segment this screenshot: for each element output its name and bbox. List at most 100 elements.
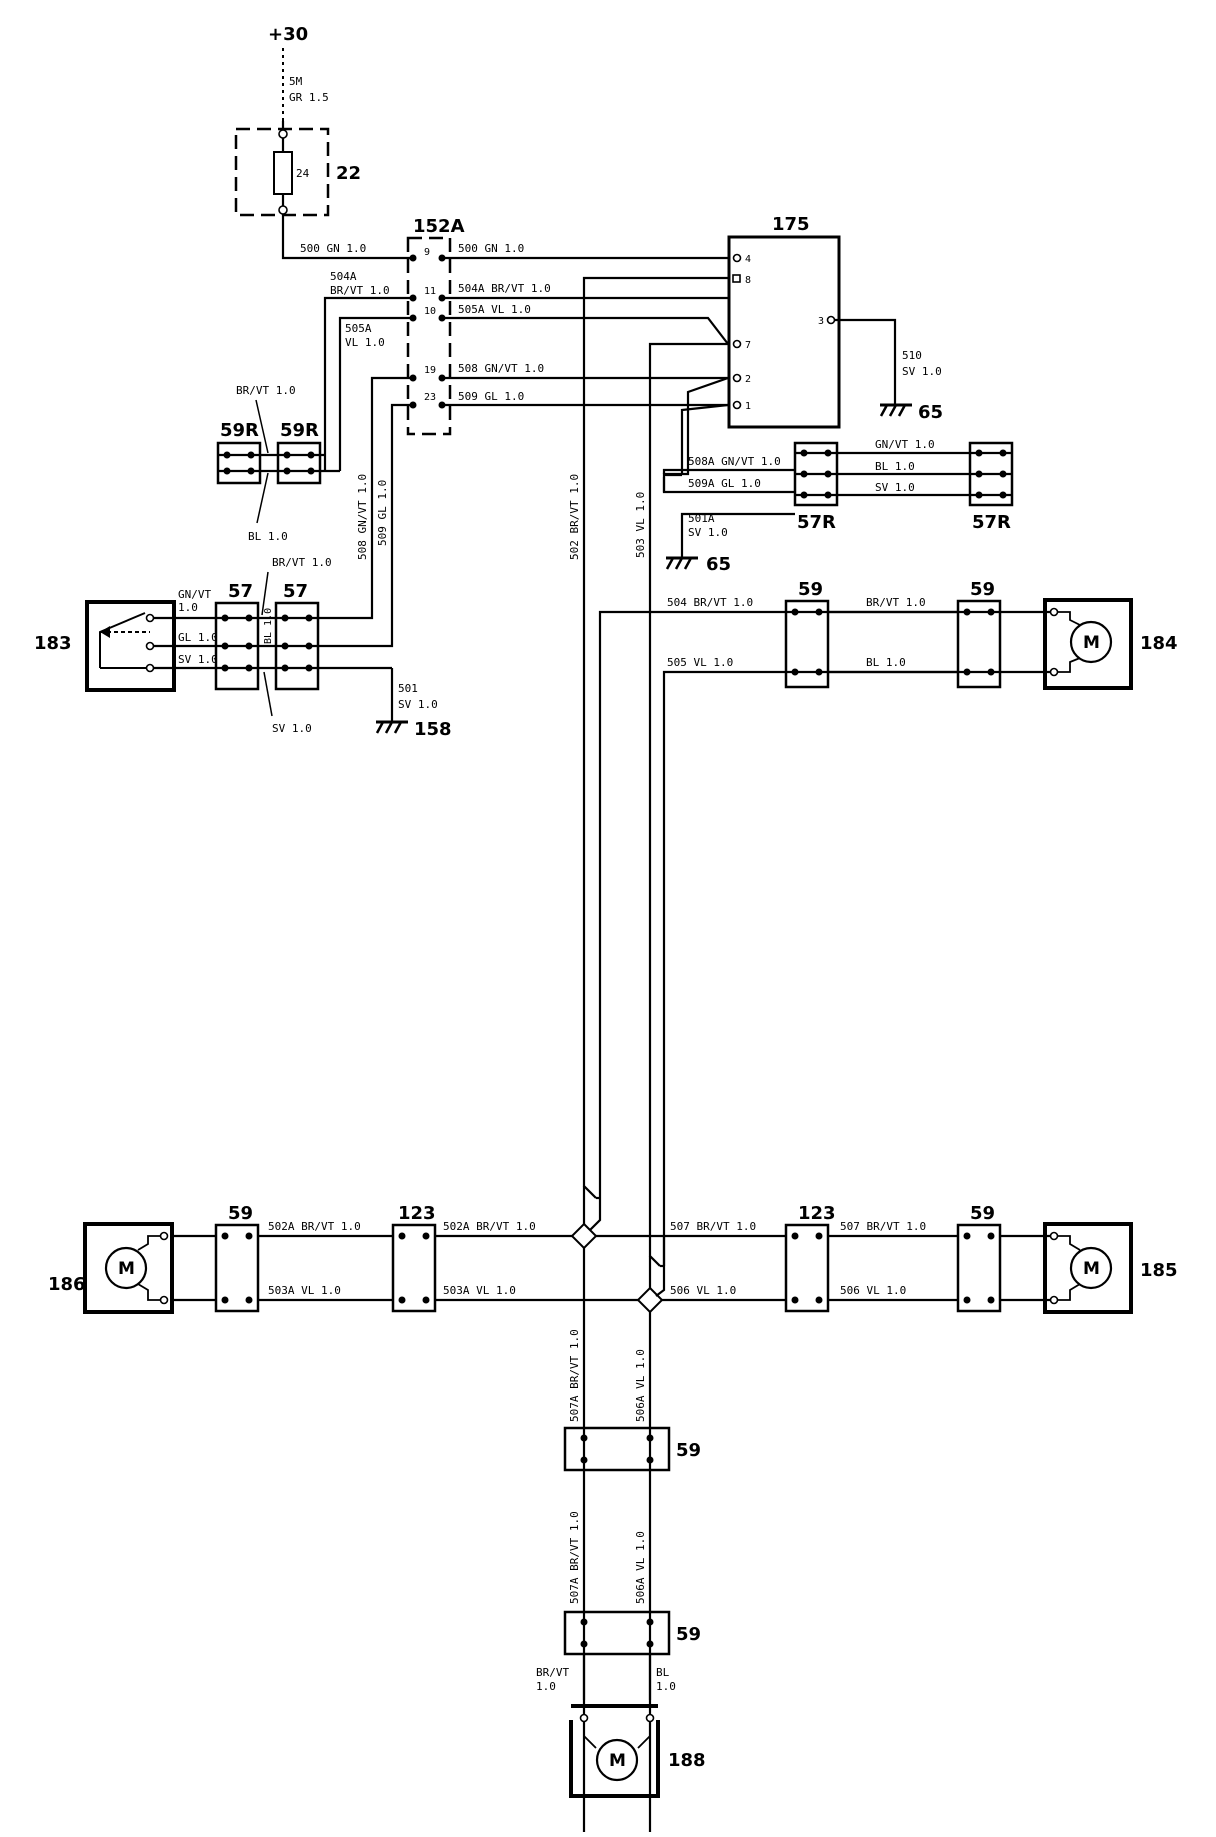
module-output-wires: 508A GN/VT 1.0 509A GL 1.0 501A SV 1.0 6… [568,276,795,1267]
185-bottom-right-label: 506 VL 1.0 [840,1284,906,1297]
59r-bottom-label: BL 1.0 [248,530,288,543]
switch-gnvt-size: 1.0 [178,601,198,614]
connector-57r-right-id: 57R [972,512,1011,533]
57r-label-gnvt: GN/VT 1.0 [875,438,935,451]
wire-508-left [315,376,410,620]
wires-152a-to-175: 500 GN 1.0 504A BR/VT 1.0 505A VL 1.0 50… [442,242,729,407]
connector-pair-57r: GN/VT 1.0 BL 1.0 SV 1.0 57R 57R [793,438,1014,533]
wire-509-left [315,403,410,648]
power-supply-30: +30 5M GR 1.5 [268,24,329,128]
module-175-box [727,235,841,429]
module-pin-2: 2 [745,374,751,385]
57r-label-sv: SV 1.0 [875,481,915,494]
connector-59-188-upper [563,1426,671,1472]
connector-pair-59r: 59R 59R BR/VT 1.0 BL 1.0 [216,384,340,543]
fuse-number: 24 [296,167,310,180]
wire-500-left [281,220,410,260]
connector-123-186-id: 123 [398,1203,436,1224]
motor-185-circuit: 123 59 507 BR/VT 1.0 507 BR/VT 1.0 506 V… [670,1203,1178,1314]
motor-188-circuit: 507A BR/VT 1.0 506A VL 1.0 59 507A BR/VT… [536,1329,706,1798]
module-ground-wire [835,318,897,405]
junction-pin-10: 10 [424,306,436,317]
wire-504a-left [323,296,410,471]
fuse-22: 24 22 [234,121,361,220]
v506a-upper-label: 506A VL 1.0 [634,1349,647,1422]
wire-501a-id: 501A [688,512,715,525]
connector-59-184-left-id: 59 [798,579,823,600]
connector-123-185 [784,1223,830,1313]
junction-pin-23: 23 [424,392,436,403]
switch-gnvt-label: GN/VT [178,588,211,601]
junction-152a: 152A 9 11 10 19 23 [406,216,465,436]
57-bl-label: BL 1.0 [263,608,274,644]
fuse-element [273,151,293,195]
57-brvt-label: BR/VT 1.0 [272,556,332,569]
module-pin-8: 8 [745,275,751,286]
switch-ground-wire-id: 501 [398,682,418,695]
motor-184-circuit: 504 BR/VT 1.0 505 VL 1.0 59 59 BR/VT 1.0… [598,579,1178,1266]
wire-505-label: 505 VL 1.0 [667,656,733,669]
junction-152a-outline [406,236,452,436]
wire-505a-left-id: 505A [345,322,372,335]
wire-505 [662,670,1054,1266]
186-bottom-left-label: 503A VL 1.0 [268,1284,341,1297]
v507a-upper-label: 507A BR/VT 1.0 [568,1329,581,1422]
wire-508a-label: 508A GN/VT 1.0 [688,455,781,468]
motor-icon [1069,620,1113,664]
wire-509a-label: 509A GL 1.0 [688,477,761,490]
motor-185-symbol: M [1083,1259,1100,1279]
v503-label: 503 VL 1.0 [634,492,647,558]
motor-186-circuit: 186 M 59 123 502A BR/VT 1.0 502A BR/VT 1… [48,1203,536,1314]
junction-152a-title: 152A [413,216,465,237]
motor-icon [595,1738,639,1782]
motor-icon [104,1246,148,1290]
wire-504-label: 504 BR/VT 1.0 [667,596,753,609]
fuse-terminal-top [278,129,288,139]
v509-label: 509 GL 1.0 [376,480,389,546]
wire-500-right-label: 500 GN 1.0 [458,242,524,255]
horizontal-bus [170,1186,1054,1837]
ground-158-id: 158 [414,719,452,740]
switch-ground-wire-spec: SV 1.0 [398,698,438,711]
v502-label: 502 BR/VT 1.0 [568,474,581,560]
connector-59-185-id: 59 [970,1203,995,1224]
188-right-label: BL [656,1666,670,1679]
module-ground-wire-spec: SV 1.0 [902,365,942,378]
wire-509-right-label: 509 GL 1.0 [458,390,524,403]
connector-57-left-id: 57 [228,581,253,602]
188-right-size: 1.0 [656,1680,676,1693]
motor-184-symbol: M [1083,633,1100,653]
57-sv-bottom-label: SV 1.0 [272,722,312,735]
v507a-lower-label: 507A BR/VT 1.0 [568,1511,581,1604]
motor-icon [1069,1246,1113,1290]
wire-505a-right [442,316,729,345]
module-ground-wire-id: 510 [902,349,922,362]
wire-505a-right-label: 505A VL 1.0 [458,303,531,316]
connector-57r-left-id: 57R [797,512,836,533]
wire-504 [598,610,1054,1198]
switch-sv-label: SV 1.0 [178,653,218,666]
motor-188-id: 188 [668,1750,706,1771]
wire-504a-right-label: 504A BR/VT 1.0 [458,282,551,295]
wire-505a-left-label: VL 1.0 [345,336,385,349]
motor-184-id: 184 [1140,633,1178,654]
connector-59-188-upper-id: 59 [676,1440,701,1461]
wire-505a-left [338,316,410,471]
control-module-175: 175 4 8 7 2 1 3 510 SV 1.0 65 [727,214,943,429]
module-pin-1: 1 [745,401,751,412]
186-bottom-right-label: 503A VL 1.0 [443,1284,516,1297]
wire-501a [680,512,795,558]
module-pin-4: 4 [745,254,751,265]
186-top-right-label: 502A BR/VT 1.0 [443,1220,536,1233]
188-left-label: BR/VT [536,1666,569,1679]
connector-59-184-right-id: 59 [970,579,995,600]
184-right-top-label: BR/VT 1.0 [866,596,926,609]
motor-186-symbol: M [118,1259,135,1279]
185-bottom-left-label: 506 VL 1.0 [670,1284,736,1297]
ground-icon [879,403,912,417]
59r-top-label: BR/VT 1.0 [236,384,296,397]
junction-pin-19: 19 [424,365,436,376]
motor-184-box [1043,598,1133,690]
